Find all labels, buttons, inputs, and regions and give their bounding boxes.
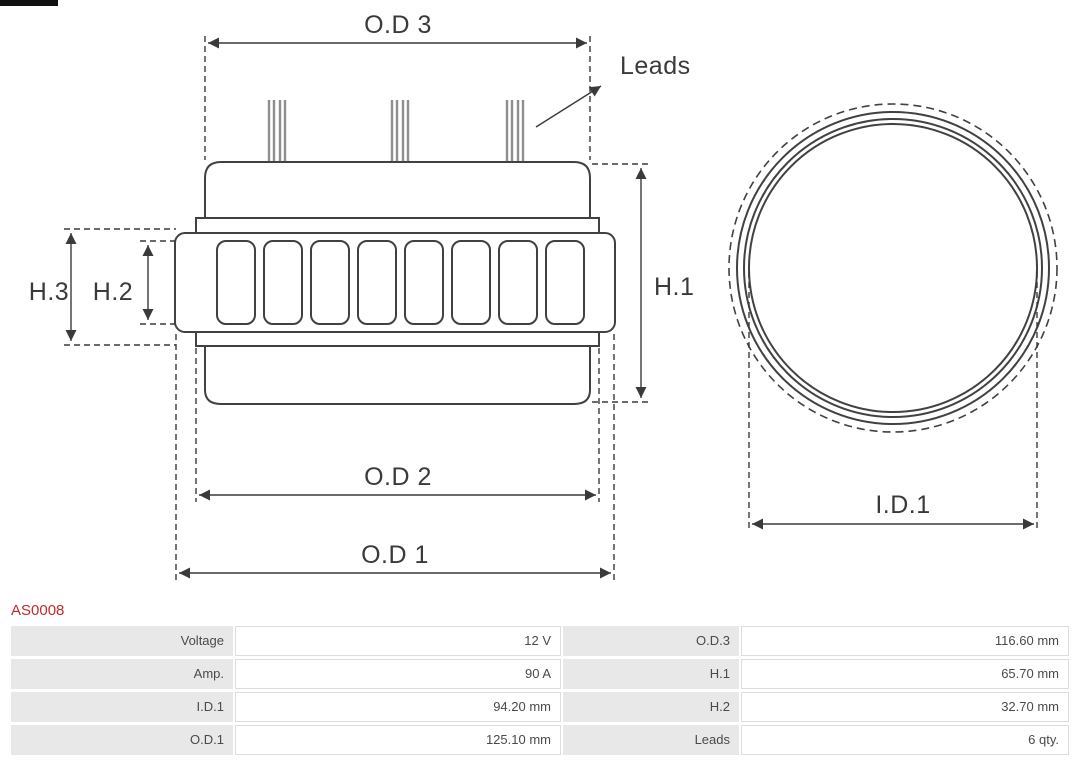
dim-label-od2: O.D 2 bbox=[364, 463, 432, 491]
dim-od1: O.D 1 bbox=[175, 334, 615, 580]
dim-label-h2: H.2 bbox=[93, 278, 133, 306]
table-row: O.D.1 125.10 mm Leads 6 qty. bbox=[11, 725, 1069, 755]
stator-side-view bbox=[174, 161, 616, 405]
table-row: I.D.1 94.20 mm H.2 32.70 mm bbox=[11, 692, 1069, 722]
spec-value-cell: 90 A bbox=[235, 659, 561, 689]
dim-label-od3: O.D 3 bbox=[364, 11, 432, 39]
leads-callout: Leads bbox=[535, 52, 691, 128]
dim-label-od1: O.D 1 bbox=[361, 541, 429, 569]
spec-label-cell: O.D.3 bbox=[563, 626, 739, 656]
dim-h3: H.3 bbox=[29, 228, 176, 346]
spec-label-cell: Amp. bbox=[11, 659, 233, 689]
dim-label-h3: H.3 bbox=[29, 278, 69, 306]
table-row: Amp. 90 A H.1 65.70 mm bbox=[11, 659, 1069, 689]
corner-logo-fragment bbox=[0, 0, 58, 6]
part-number-link[interactable]: AS0008 bbox=[11, 602, 65, 619]
dim-h1: H.1 bbox=[592, 163, 694, 403]
spec-label-cell: O.D.1 bbox=[11, 725, 233, 755]
spec-label-cell: Leads bbox=[563, 725, 739, 755]
spec-label-cell: H.1 bbox=[563, 659, 739, 689]
stator-leads bbox=[267, 100, 525, 162]
spec-label-cell: Voltage bbox=[11, 626, 233, 656]
spec-table: Voltage 12 V O.D.3 116.60 mm Amp. 90 A H… bbox=[11, 626, 1069, 755]
dim-id1: I.D.1 bbox=[748, 272, 1038, 532]
stator-technical-drawing: O.D 3 Leads H.1 H.3 H.2 bbox=[29, 11, 1058, 580]
dim-od3: O.D 3 bbox=[204, 11, 591, 160]
spec-value-cell: 116.60 mm bbox=[741, 626, 1069, 656]
spec-value-cell: 65.70 mm bbox=[741, 659, 1069, 689]
spec-value-cell: 12 V bbox=[235, 626, 561, 656]
spec-value-cell: 125.10 mm bbox=[235, 725, 561, 755]
dim-h2: H.2 bbox=[93, 240, 176, 325]
table-row: Voltage 12 V O.D.3 116.60 mm bbox=[11, 626, 1069, 656]
stator-front-view bbox=[728, 103, 1058, 433]
spec-label-cell: I.D.1 bbox=[11, 692, 233, 722]
spec-value-cell: 94.20 mm bbox=[235, 692, 561, 722]
dim-label-id1: I.D.1 bbox=[875, 491, 930, 519]
spec-value-cell: 6 qty. bbox=[741, 725, 1069, 755]
dim-od2: O.D 2 bbox=[195, 348, 600, 502]
spec-label-cell: H.2 bbox=[563, 692, 739, 722]
leads-label: Leads bbox=[620, 52, 691, 80]
dim-label-h1: H.1 bbox=[654, 273, 694, 301]
spec-value-cell: 32.70 mm bbox=[741, 692, 1069, 722]
